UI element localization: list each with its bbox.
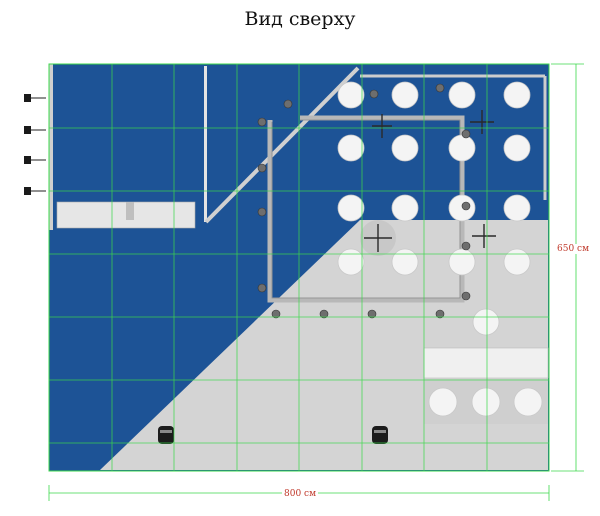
ceiling-fan-icon: [360, 110, 496, 256]
stool-icon: [158, 426, 388, 444]
speaker-icon: [24, 94, 46, 195]
truss-frame-inner: [271, 119, 461, 299]
bar-counter-detail: [126, 202, 134, 220]
height-dimension-label: 650 см: [555, 244, 592, 254]
grid-lines: [49, 64, 549, 471]
page-title: Вид сверху: [244, 8, 356, 30]
diagonal-wall: [204, 66, 360, 224]
ceiling-lamp-icon: [337, 81, 543, 417]
counter-block: [423, 347, 549, 379]
truss-frame: [267, 115, 465, 303]
inner-wall: [204, 66, 207, 222]
floor-outline: [48, 63, 550, 472]
width-dimension-label: 800 см: [282, 489, 319, 499]
left-wall: [49, 64, 53, 230]
spotlight-icon: [257, 83, 471, 319]
